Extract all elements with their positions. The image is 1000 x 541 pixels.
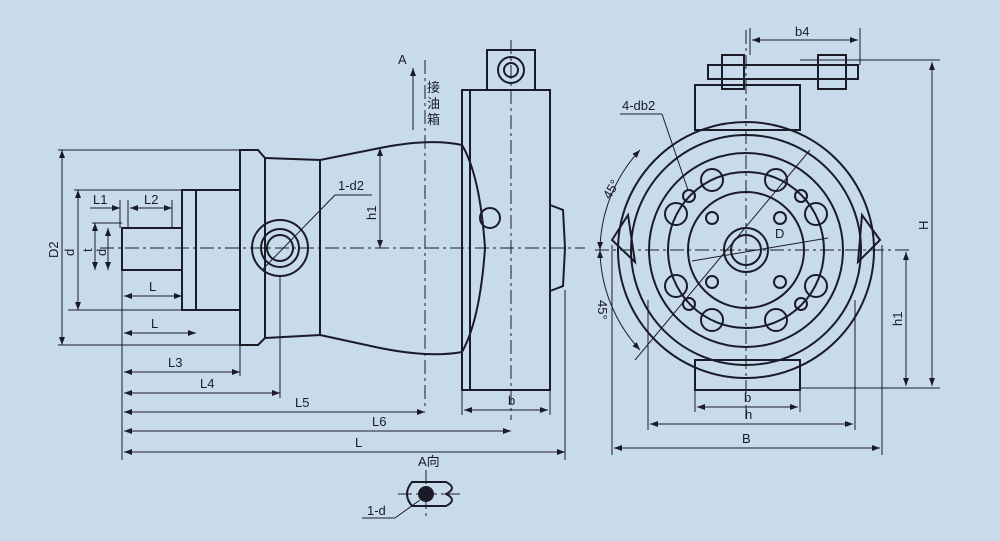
H-label: H xyxy=(916,221,931,230)
oil-tank-label: 油 xyxy=(427,96,440,111)
b4-label: b4 xyxy=(795,24,809,39)
b-label: b xyxy=(744,390,751,405)
flange-ring xyxy=(181,189,197,311)
drain-hole xyxy=(479,207,501,229)
L4-label: L4 xyxy=(200,376,214,391)
pump-housing xyxy=(461,89,551,391)
view-label: A xyxy=(398,52,407,67)
bolt-nut xyxy=(721,54,745,90)
b-label: b xyxy=(508,393,515,408)
L1-label: L1 xyxy=(93,192,107,207)
front-view: b4 4-db2 D 45° 45° H h1 b h B xyxy=(595,24,940,455)
port-mid xyxy=(260,228,300,268)
L6-label: L6 xyxy=(372,414,386,429)
D-dim xyxy=(691,237,829,262)
bottom-block xyxy=(694,359,801,391)
a-view-title: A向 xyxy=(418,454,440,469)
ring-5 xyxy=(687,191,805,309)
L-label: L xyxy=(151,316,158,331)
holes-label: 4-db2 xyxy=(622,98,655,113)
a-port-label: 1-d xyxy=(367,503,386,518)
L3-label: L3 xyxy=(168,355,182,370)
h1-label: h1 xyxy=(890,312,905,326)
t-label: t xyxy=(80,248,95,252)
h1-label: h1 xyxy=(364,206,379,220)
ring-4 xyxy=(667,171,825,329)
bolt-nut xyxy=(817,54,847,90)
port-dot xyxy=(418,486,434,502)
oil-tank-label: 箱 xyxy=(427,112,440,127)
diag-line xyxy=(634,149,811,361)
side-view: A 接 油 箱 1-d2 h1 D2 d t d L1 L2 L L xyxy=(46,40,585,460)
d-label: d xyxy=(62,249,77,256)
L-total-label: L xyxy=(355,435,362,450)
port-dimension: 1-d2 xyxy=(338,178,364,193)
L2-label: L2 xyxy=(144,192,158,207)
port-leader xyxy=(261,194,336,271)
D2-label: D2 xyxy=(46,241,61,258)
bore-inner xyxy=(730,234,762,266)
end-cap xyxy=(549,204,567,292)
ring-3 xyxy=(648,152,844,348)
tie-bolt xyxy=(707,64,859,80)
top-block xyxy=(694,84,801,131)
B-label: B xyxy=(742,431,751,446)
bore-outer xyxy=(723,227,769,273)
port-outline xyxy=(406,481,453,507)
d-inner-label: d xyxy=(94,249,109,256)
D-label: D xyxy=(775,226,784,241)
port-inner xyxy=(266,234,294,262)
angle-top-label: 45° xyxy=(600,177,623,202)
angle-bottom-arc xyxy=(597,249,641,351)
angle-bottom-label: 45° xyxy=(595,300,610,320)
angle-top-arc xyxy=(597,149,641,251)
h-label: h xyxy=(745,407,752,422)
leader xyxy=(394,499,421,519)
oil-tank-label: 接 xyxy=(427,80,440,95)
shaft xyxy=(121,227,183,271)
body xyxy=(319,141,487,356)
L5-label: L5 xyxy=(295,395,309,410)
a-view: A向 1-d xyxy=(362,454,460,520)
L-label: L xyxy=(149,279,156,294)
flange xyxy=(195,189,241,311)
leader xyxy=(661,113,689,191)
